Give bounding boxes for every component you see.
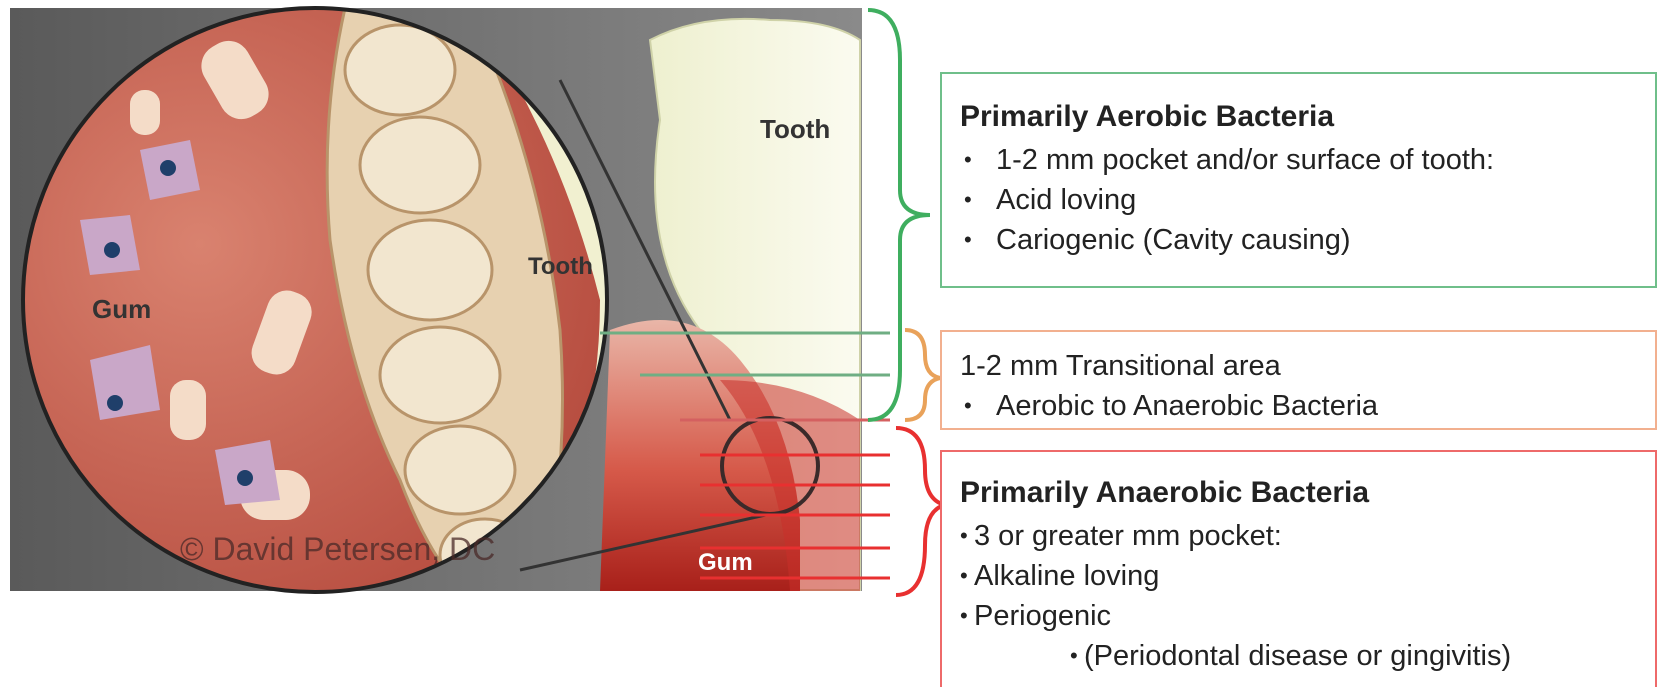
list-item: 3 or greater mm pocket: — [960, 516, 1635, 556]
list-item: Periogenic — [960, 596, 1635, 636]
transition-brace — [905, 330, 940, 420]
label-tooth-main: Tooth — [760, 114, 830, 144]
transition-title: 1-2 mm Transitional area — [960, 346, 1635, 386]
list-item: Aerobic to Anaerobic Bacteria — [960, 386, 1635, 426]
list-item: Acid loving — [960, 180, 1635, 220]
label-tooth-zoom: Tooth — [528, 253, 593, 280]
transition-list: Aerobic to Anaerobic Bacteria — [960, 386, 1635, 426]
aerobic-brace — [868, 10, 930, 420]
list-subitem: (Periodontal disease or gingivitis) — [960, 636, 1635, 676]
list-item: Cariogenic (Cavity causing) — [960, 220, 1635, 260]
aerobic-title: Primarily Aerobic Bacteria — [960, 98, 1635, 136]
anaerobic-brace — [896, 428, 945, 595]
list-item: Alkaline loving — [960, 556, 1635, 596]
list-item: 1-2 mm pocket and/or surface of tooth: — [960, 140, 1635, 180]
anaerobic-list: 3 or greater mm pocket: Alkaline loving … — [960, 516, 1635, 676]
copyright-watermark: © David Petersen, DC — [180, 531, 495, 567]
anaerobic-bacteria-box: Primarily Anaerobic Bacteria 3 or greate… — [940, 450, 1657, 687]
anaerobic-title: Primarily Anaerobic Bacteria — [960, 474, 1635, 512]
aerobic-list: 1-2 mm pocket and/or surface of tooth: A… — [960, 140, 1635, 260]
label-gum-main: Gum — [698, 549, 753, 576]
aerobic-bacteria-box: Primarily Aerobic Bacteria 1-2 mm pocket… — [940, 72, 1657, 288]
transitional-area-box: 1-2 mm Transitional area Aerobic to Anae… — [940, 330, 1657, 430]
label-gum-zoom: Gum — [92, 294, 151, 324]
